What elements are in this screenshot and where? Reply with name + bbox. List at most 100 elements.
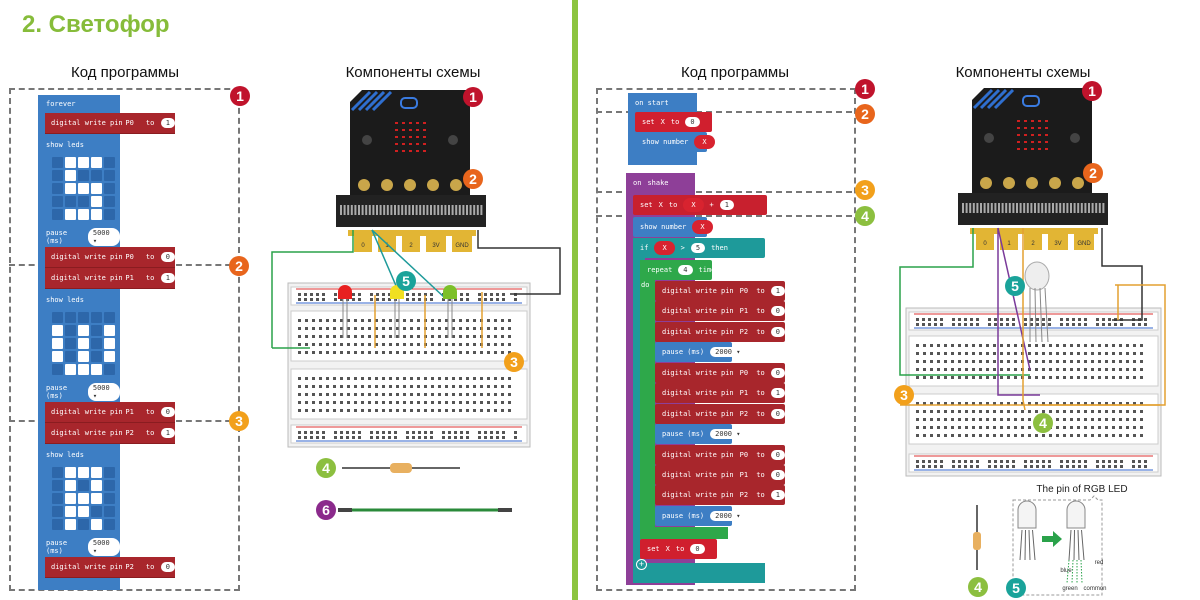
value-input[interactable]: 0 [770, 409, 785, 419]
led-cell[interactable] [65, 312, 76, 323]
led-cell[interactable] [52, 196, 63, 207]
value-input[interactable]: 0 [685, 117, 700, 127]
add-else-icon[interactable]: + [636, 559, 647, 570]
led-cell[interactable] [78, 364, 89, 375]
value-input[interactable]: X [692, 220, 713, 234]
led-cell[interactable] [91, 493, 102, 504]
led-cell[interactable] [91, 506, 102, 517]
led-cell[interactable] [52, 467, 63, 478]
led-cell[interactable] [52, 506, 63, 517]
value-input[interactable]: 5 [690, 243, 706, 253]
led-cell[interactable] [52, 170, 63, 181]
led-cell[interactable] [78, 351, 89, 362]
led-cell[interactable] [78, 338, 89, 349]
led-cell[interactable] [52, 338, 63, 349]
led-cell[interactable] [78, 196, 89, 207]
value-input[interactable]: 0 [160, 252, 175, 262]
value-input[interactable]: 1 [160, 273, 175, 283]
led-cell[interactable] [65, 196, 76, 207]
led-cell[interactable] [65, 506, 76, 517]
led-cell[interactable] [65, 493, 76, 504]
led-cell[interactable] [78, 493, 89, 504]
led-cell[interactable] [91, 196, 102, 207]
value-input[interactable]: 0 [690, 544, 705, 554]
pin-dropdown[interactable]: P1 [125, 408, 134, 416]
led-cell[interactable] [65, 467, 76, 478]
led-cell[interactable] [52, 519, 63, 530]
led-cell[interactable] [78, 170, 89, 181]
repeat-block-end[interactable] [640, 527, 728, 539]
led-cell[interactable] [104, 351, 115, 362]
on-start-header[interactable]: on start [628, 93, 697, 113]
led-cell[interactable] [104, 338, 115, 349]
led-cell[interactable] [78, 519, 89, 530]
led-cell[interactable] [65, 157, 76, 168]
led-cell[interactable] [91, 480, 102, 491]
value-input[interactable]: X [654, 241, 675, 255]
led-cell[interactable] [104, 170, 115, 181]
value-input[interactable]: 0 [770, 470, 785, 480]
value-input[interactable]: 1 [160, 428, 175, 438]
pause-block[interactable]: pause (ms)5000 ▾ [38, 382, 120, 402]
value-input[interactable]: 0 [770, 368, 785, 378]
led-cell[interactable] [65, 338, 76, 349]
led-cell[interactable] [65, 170, 76, 181]
value-input[interactable]: 0 [160, 407, 175, 417]
led-cell[interactable] [104, 493, 115, 504]
value-input[interactable]: 1 [770, 490, 785, 500]
led-cell[interactable] [104, 209, 115, 220]
pin-dropdown[interactable]: P2 [125, 429, 134, 437]
value-input[interactable]: 1 [160, 118, 175, 128]
led-cell[interactable] [91, 351, 102, 362]
pause-block[interactable]: pause (ms)2000 ▾ [655, 506, 746, 526]
led-cell[interactable] [65, 183, 76, 194]
led-cell[interactable] [104, 196, 115, 207]
led-cell[interactable] [52, 312, 63, 323]
led-cell[interactable] [91, 519, 102, 530]
led-cell[interactable] [65, 364, 76, 375]
led-cell[interactable] [78, 467, 89, 478]
led-cell[interactable] [52, 325, 63, 336]
value-input[interactable]: 4 [678, 265, 693, 275]
value-input[interactable]: 0 [770, 306, 785, 316]
led-cell[interactable] [91, 338, 102, 349]
led-cell[interactable] [52, 364, 63, 375]
led-grid[interactable] [38, 310, 120, 382]
led-cell[interactable] [52, 493, 63, 504]
pin-dropdown[interactable]: P2 [125, 563, 134, 571]
value-input[interactable]: 0 [770, 327, 785, 337]
led-cell[interactable] [65, 325, 76, 336]
value-input[interactable]: 2000 ▾ [710, 511, 746, 521]
led-cell[interactable] [65, 209, 76, 220]
led-cell[interactable] [104, 157, 115, 168]
led-cell[interactable] [65, 351, 76, 362]
led-cell[interactable] [78, 312, 89, 323]
pause-dropdown[interactable]: 5000 ▾ [87, 383, 120, 401]
led-cell[interactable] [91, 467, 102, 478]
pause-dropdown[interactable]: 5000 ▾ [87, 228, 120, 246]
led-grid[interactable] [38, 465, 120, 537]
value-input[interactable]: 1 [719, 200, 734, 210]
led-cell[interactable] [52, 480, 63, 491]
value-input[interactable]: 1 [770, 286, 785, 296]
led-cell[interactable] [91, 312, 102, 323]
led-cell[interactable] [65, 519, 76, 530]
led-cell[interactable] [91, 183, 102, 194]
pin-dropdown[interactable]: P0 [125, 253, 134, 261]
led-cell[interactable] [65, 480, 76, 491]
led-grid[interactable] [38, 155, 120, 227]
value-input[interactable]: X [694, 135, 715, 149]
